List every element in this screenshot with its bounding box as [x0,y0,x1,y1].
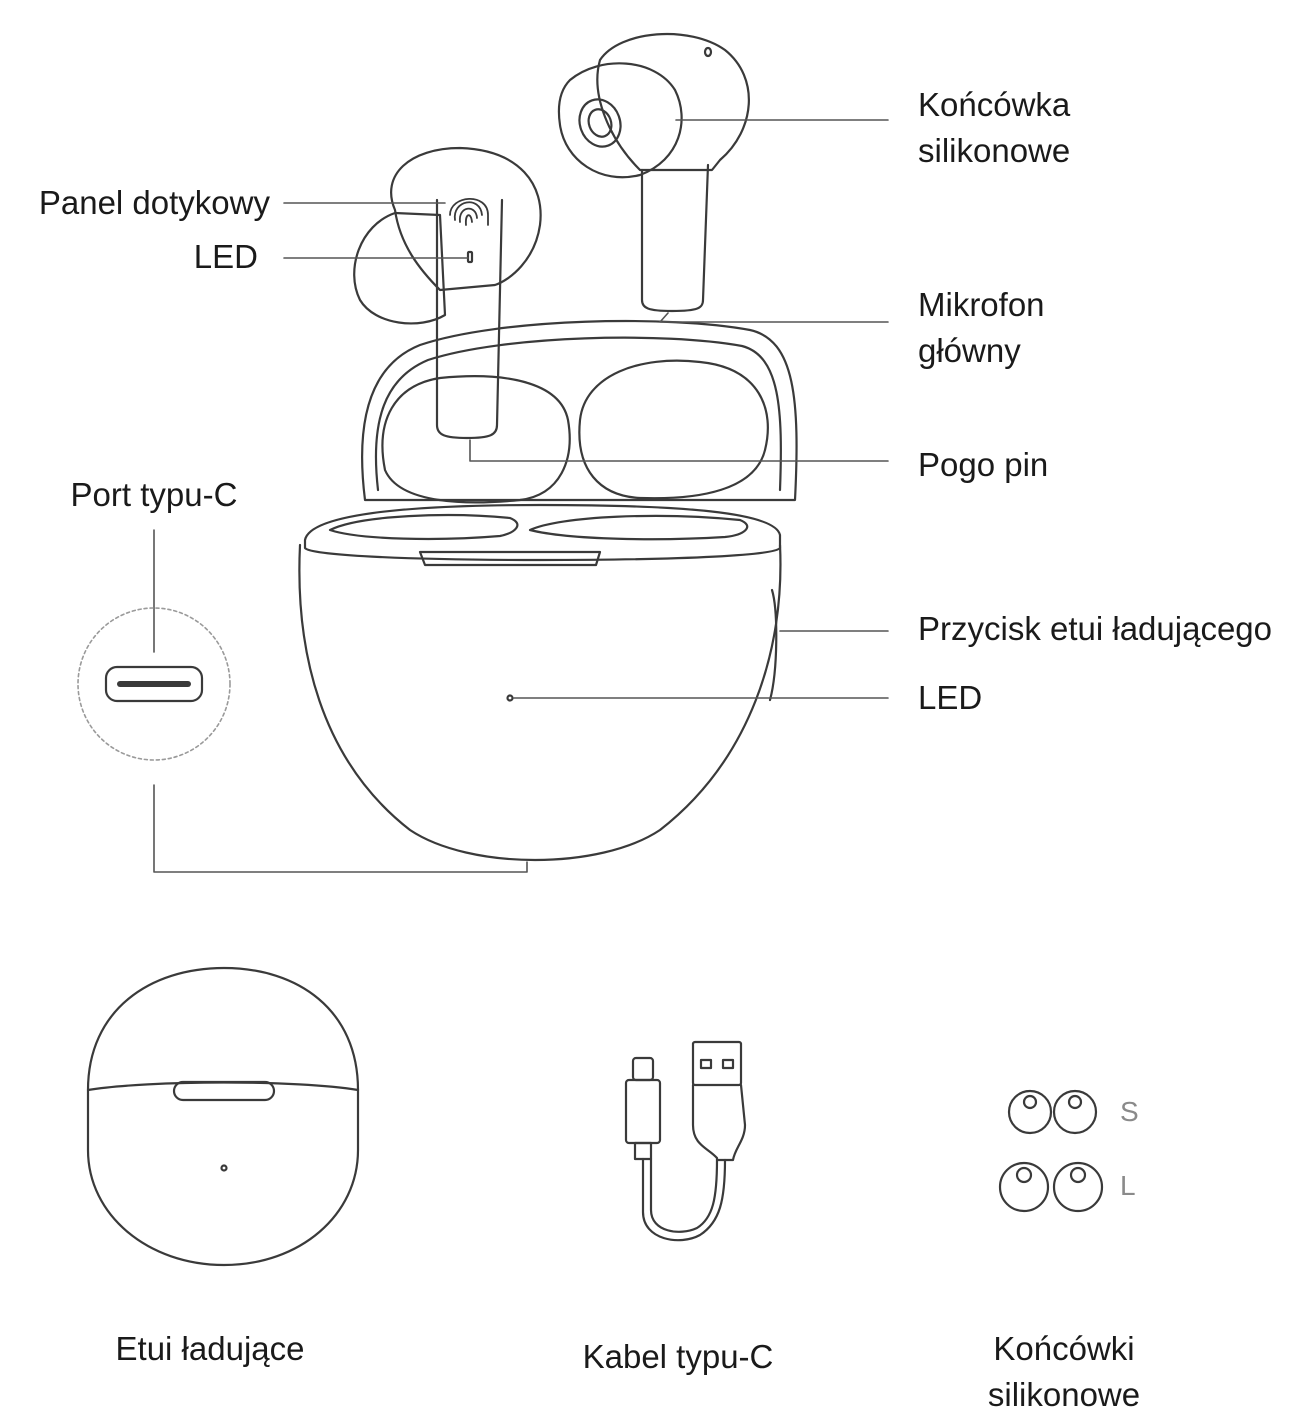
case-led-dot [506,694,514,702]
label-led-earbud: LED [193,238,258,275]
leader-lines [153,119,889,873]
case-rim [303,503,782,562]
rim-notch [418,550,602,567]
case-lid-inner [374,336,782,492]
usbc-plug [624,1078,662,1145]
label-ear-tips: Końcówka silikonowe [918,86,1071,169]
fingerprint-icon [449,197,489,226]
ear-tips-icon [998,1089,1104,1213]
case-bowl [298,543,782,861]
label-charging-case: Etui ładujące [115,1330,305,1367]
earbud-right-tip [557,62,683,179]
charging-case-open [298,319,798,861]
earbud-right-nozzle [578,98,622,148]
earbud-right-sensor [703,46,713,58]
earbud-left-stem [435,198,504,440]
earbud-led-dot [466,250,474,264]
size-label-s: S [1120,1096,1139,1127]
earbud-right [557,32,750,313]
lid-cavity-right [578,359,769,500]
label-ear-tips-set: Końcówki silikonowe [987,1330,1141,1413]
usb-cable-icon [624,1040,747,1242]
usba-plug [691,1040,743,1087]
label-pogo-pin: Pogo pin [918,446,1049,483]
rim-opening-left [328,514,519,541]
rim-opening-right [528,514,749,541]
label-usb-c-port: Port typu-C [70,476,238,513]
label-main-mic: Mikrofon główny [918,286,1045,369]
leader-pogo [469,439,889,462]
label-cable: Kabel typu-C [582,1338,774,1375]
leader-mic [659,312,889,323]
leader-port-bottom [153,784,528,873]
earbud-right-stem [640,163,710,313]
earbud-right-nozzle-inner [587,108,613,138]
usb-c-port-icon [104,665,204,703]
closed-case-icon [86,966,360,1267]
earbud-left-body [390,146,542,292]
label-case-button: Przycisk etui ładującego [918,610,1273,647]
earbud-left [353,146,542,440]
case-button-bump [768,588,778,702]
case-lid [361,319,798,502]
label-touch-panel: Panel dotykowy [38,184,270,221]
lid-cavity-left [381,375,571,504]
size-label-l: L [1120,1170,1136,1201]
earbud-left-tip [353,211,447,325]
cable-wire [641,1157,727,1242]
port-zoom [77,607,231,761]
port-zoom-circle [77,607,231,761]
label-led-case: LED [918,679,983,716]
earbud-right-body [596,32,750,172]
